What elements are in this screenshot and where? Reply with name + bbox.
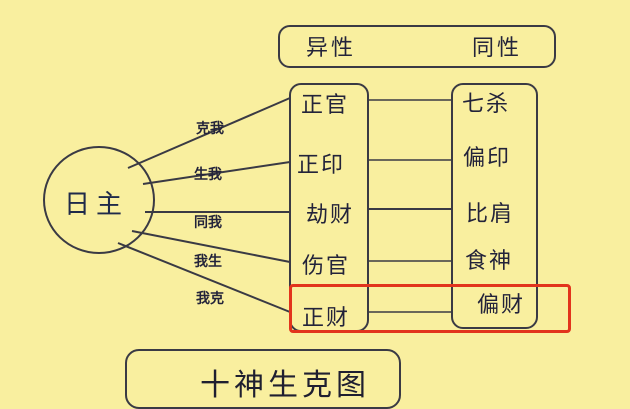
- god-jie-cai: 劫财: [306, 203, 355, 228]
- line-ke-wo: [127, 97, 291, 169]
- header-opposite-gender: 异性: [306, 36, 357, 61]
- god-qi-sha: 七杀: [462, 92, 511, 117]
- line-wo-ke: [117, 242, 291, 313]
- relation-label-wo-ke: 我克: [196, 291, 224, 307]
- relation-label-wo-sheng: 我生: [194, 254, 222, 270]
- diagram-title: 十神生克图: [200, 368, 370, 403]
- god-zheng-cai: 正财: [302, 306, 351, 331]
- god-zheng-yin: 正印: [297, 153, 346, 178]
- day-master-circle: [43, 146, 155, 254]
- relation-label-tong-wo: 同我: [194, 215, 222, 231]
- relation-label-ke-wo: 克我: [196, 121, 224, 137]
- god-zheng-guan: 正官: [301, 93, 350, 118]
- god-pian-cai: 偏财: [477, 293, 526, 318]
- relation-label-sheng-wo: 生我: [194, 167, 222, 183]
- god-pian-yin: 偏印: [463, 146, 512, 171]
- header-same-gender: 同性: [472, 36, 523, 61]
- god-shang-guan: 伤官: [302, 254, 351, 279]
- same-gender-box: [451, 83, 538, 329]
- day-master-label: 日主: [64, 190, 129, 220]
- gender-header-box: [278, 25, 556, 68]
- line-sheng-wo: [142, 161, 291, 185]
- god-bi-jian: 比肩: [466, 202, 515, 227]
- god-shi-shen: 食神: [465, 249, 514, 274]
- wealth-row-highlight: [289, 284, 571, 333]
- line-wo-sheng: [131, 230, 291, 263]
